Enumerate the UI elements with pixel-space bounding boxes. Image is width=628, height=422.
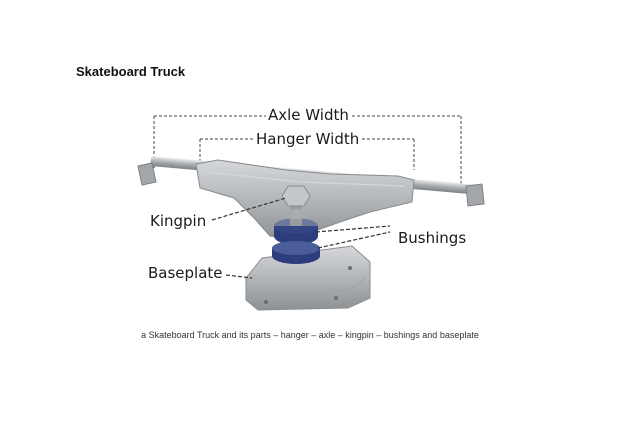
baseplate-part	[245, 245, 371, 311]
kingpin-label: Kingpin	[150, 212, 207, 230]
hanger-width-dimension	[199, 138, 415, 170]
page-title: Skateboard Truck	[76, 64, 186, 79]
axle-width-label: Axle Width	[268, 106, 349, 124]
bushings-label: Bushings	[398, 229, 467, 247]
baseplate-label: Baseplate	[148, 264, 223, 282]
kingpin-part	[281, 185, 311, 226]
leader-lines	[211, 197, 391, 279]
hanger-width-label: Hanger Width	[256, 130, 360, 148]
figure-caption: a Skateboard Truck and its parts – hange…	[141, 330, 479, 340]
axle-width-dimension	[153, 115, 462, 188]
